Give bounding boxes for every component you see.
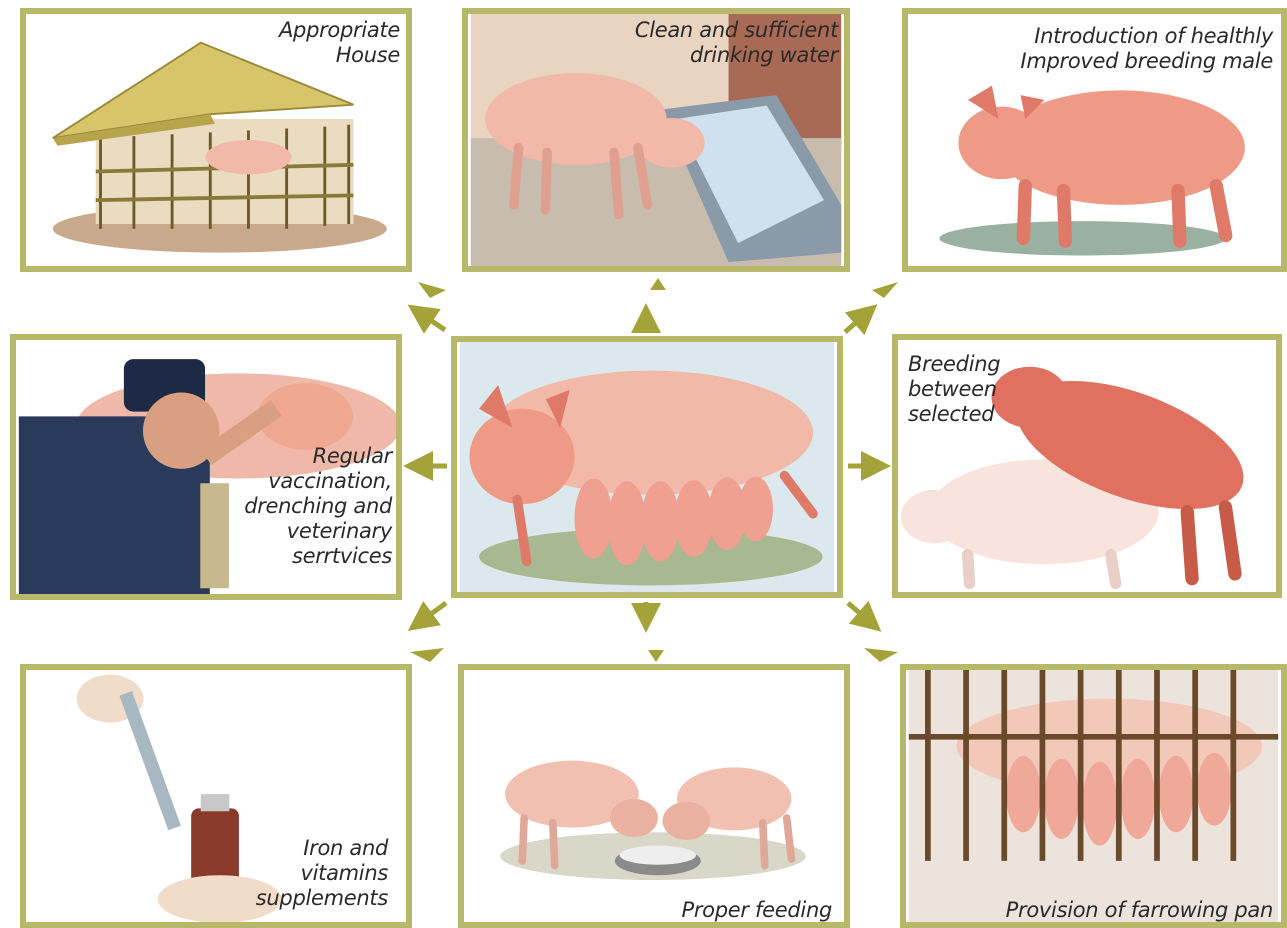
arrowhead-iron	[410, 648, 444, 662]
panel-vaccination: Regular vaccination, drenching and veter…	[10, 334, 402, 600]
caption-iron-vitamins: Iron and vitamins supplements	[248, 836, 388, 911]
arrow-to-house	[420, 313, 445, 330]
arrow-to-farrowing	[848, 603, 870, 622]
panel-proper-feeding: Proper feeding	[458, 664, 850, 928]
panel-sow-with-piglets	[451, 336, 843, 598]
arrowhead-feeding	[648, 650, 664, 662]
arrowhead-house	[418, 282, 446, 298]
caption-vaccination: Regular vaccination, drenching and veter…	[222, 444, 392, 569]
arrow-to-male	[845, 314, 866, 332]
sow-nursing-piglets-illustration	[457, 342, 837, 592]
arrowhead-farrowing	[864, 648, 898, 662]
panel-breeding-selected: Breeding between selected	[892, 334, 1282, 598]
caption-appropriate-house: Appropriate House	[270, 18, 400, 68]
panel-appropriate-house: Appropriate House	[20, 8, 412, 272]
panel-clean-water: Clean and sufficient drinking water	[462, 8, 850, 272]
arrow-to-iron	[420, 603, 446, 622]
piglets-feeding-illustration	[464, 670, 844, 922]
caption-farrowing-pan: Provision of farrowing pan	[953, 898, 1273, 923]
caption-proper-feeding: Proper feeding	[632, 898, 832, 923]
farrowing-crate-illustration	[906, 670, 1281, 922]
panel-iron-vitamins: Iron and vitamins supplements	[20, 664, 412, 928]
caption-breeding-male: Introduction of healthly Improved breedi…	[993, 24, 1273, 74]
caption-breeding-selected: Breeding between selected	[908, 352, 998, 427]
arrowhead-water	[650, 278, 666, 290]
caption-clean-water: Clean and sufficient drinking water	[608, 18, 838, 68]
panel-breeding-male: Introduction of healthly Improved breedi…	[902, 8, 1287, 272]
arrowhead-male	[872, 282, 898, 298]
panel-farrowing-pan: Provision of farrowing pan	[900, 664, 1287, 928]
